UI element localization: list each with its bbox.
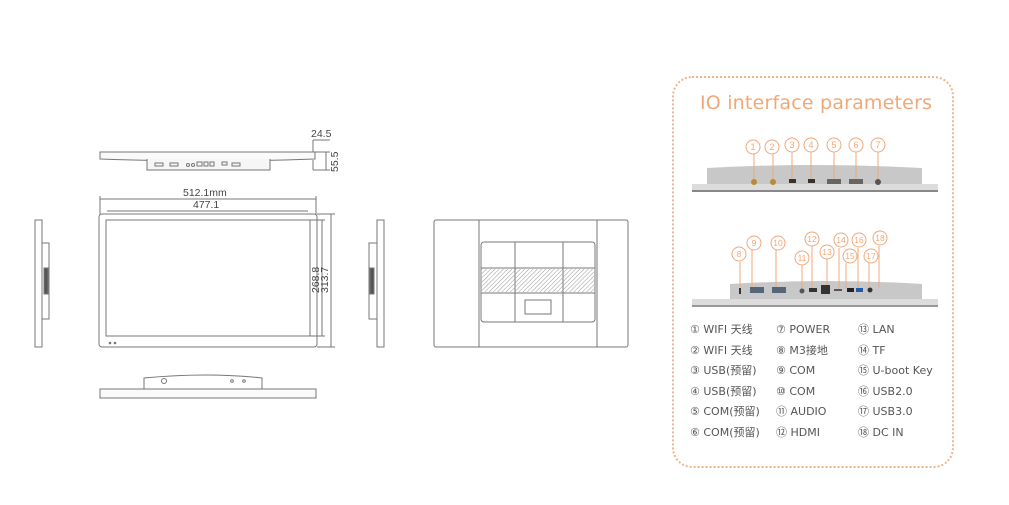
dim-477-1: 477.1 — [193, 199, 219, 211]
dim-313-7: 313.7 — [319, 267, 331, 293]
callout-4: 4 — [808, 140, 813, 150]
legend-item: ② WIFI 天线 — [690, 343, 753, 357]
callout-2: 2 — [769, 142, 774, 152]
legend-item: ⑰ USB3.0 — [858, 405, 913, 418]
legend-item: ① WIFI 天线 — [690, 323, 753, 336]
io-panel-frame — [672, 76, 954, 468]
callout-3: 3 — [789, 140, 794, 150]
bottom-io-photo — [692, 281, 938, 307]
legend-item: ④ USB(预留) — [690, 384, 757, 398]
legend-item: ⑩ COM — [776, 384, 816, 398]
front-view-drawing — [98, 196, 335, 348]
legend-item: ⑪ AUDIO — [776, 405, 827, 418]
callout-8: 8 — [737, 249, 742, 259]
callout-11: 11 — [798, 253, 807, 263]
legend-column-3: ⑬ LAN ⑭ TF ⑮ U-boot Key ⑯ USB2.0 ⑰ USB3.… — [858, 320, 933, 443]
callout-7: 7 — [875, 140, 880, 150]
rear-view-drawing — [433, 219, 629, 348]
callout-17: 17 — [866, 251, 876, 261]
io-panel-title: IO interface parameters — [700, 92, 933, 114]
top-view-drawing — [99, 151, 316, 171]
callout-18: 18 — [875, 233, 885, 243]
dim-512-1mm: 512.1mm — [183, 187, 227, 199]
callout-15: 15 — [845, 251, 855, 261]
left-side-view — [34, 219, 50, 348]
legend-item: ⑱ DC IN — [858, 425, 904, 439]
legend-item: ⑧ M3接地 — [776, 343, 828, 357]
callout-12: 12 — [807, 234, 817, 244]
legend-item: ⑫ HDMI — [776, 425, 820, 439]
heatsink-hatching — [482, 269, 594, 292]
callout-16: 16 — [854, 235, 864, 245]
legend-item: ⑥ COM(预留) — [690, 425, 760, 439]
callout-9: 9 — [752, 238, 757, 248]
legend-item: ⑭ TF — [858, 343, 886, 357]
top-io-photo — [692, 165, 938, 192]
legend-item: ⑮ U-boot Key — [858, 364, 933, 377]
callout-10: 10 — [773, 238, 783, 248]
legend-column-1: ① WIFI 天线 ② WIFI 天线 ③ USB(预留) ④ USB(预留) … — [690, 320, 760, 443]
technical-drawings: 24.5 55.5 512.1mm 477.1 268.8 313.7 — [34, 128, 629, 399]
legend-item: ⑤ COM(预留) — [690, 405, 760, 418]
callout-5: 5 — [831, 140, 836, 150]
dim-24-5: 24.5 — [311, 128, 332, 140]
callout-13: 13 — [822, 247, 832, 257]
legend-item: ⑬ LAN — [858, 323, 895, 336]
legend-item: ⑨ COM — [776, 364, 816, 377]
depth-dimension — [312, 139, 330, 171]
dim-268-8: 268.8 — [310, 267, 322, 293]
io-photos: 1 2 3 4 5 6 7 8 9 10 — [692, 137, 938, 307]
legend-item: ⑯ USB2.0 — [858, 384, 913, 398]
right-side-view — [368, 219, 385, 348]
callout-6: 6 — [853, 140, 858, 150]
legend-item: ⑦ POWER — [776, 323, 831, 336]
legend-item: ③ USB(预留) — [690, 364, 757, 377]
bottom-view-drawing — [99, 374, 317, 399]
legend-column-2: ⑦ POWER ⑧ M3接地 ⑨ COM ⑩ COM ⑪ AUDIO ⑫ HDM… — [776, 320, 830, 443]
callout-14: 14 — [836, 235, 846, 245]
dim-55-5: 55.5 — [329, 151, 341, 172]
callout-1: 1 — [750, 142, 755, 152]
